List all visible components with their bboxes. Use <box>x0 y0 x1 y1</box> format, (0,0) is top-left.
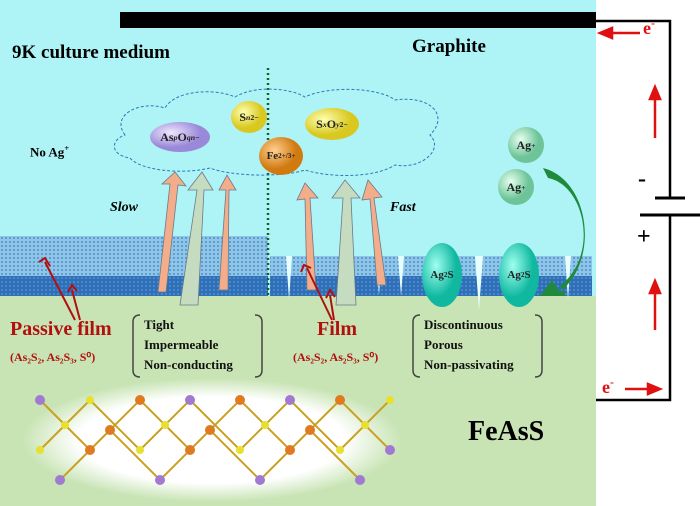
property-non-passivating: Non-passivating <box>424 357 514 372</box>
fe-ion <box>259 137 303 175</box>
fast-label: Fast <box>390 200 416 215</box>
ag-ion-1 <box>508 127 544 163</box>
ag2s-particle-1 <box>422 243 462 307</box>
no-ag-label: No Ag+ <box>30 143 69 160</box>
battery-minus-label: - <box>638 166 646 192</box>
brackets <box>132 314 543 378</box>
property-porous: Porous <box>424 337 463 352</box>
electron-label-bottom: e- <box>602 376 614 397</box>
property-tight: Tight <box>144 317 175 332</box>
property-non-conducting: Non-conducting <box>144 357 233 372</box>
electron-flow-arrows <box>596 26 664 396</box>
ag2s-particle-2 <box>499 243 539 307</box>
ag-ion-2 <box>498 169 534 205</box>
graphite-electrode <box>120 12 596 28</box>
electron-label-top: e- <box>643 17 655 38</box>
aspoq-ion <box>150 122 210 152</box>
no-ag-sup: + <box>64 143 70 153</box>
passive-film-inner <box>0 276 268 296</box>
film-properties: Discontinuous Porous Non-passivating <box>424 315 514 375</box>
culture-medium-label: 9K culture medium <box>12 42 170 63</box>
passive-film-properties: Tight Impermeable Non-conducting <box>144 315 233 375</box>
battery-plus-label: + <box>637 224 651 250</box>
graphite-label: Graphite <box>412 36 486 57</box>
flux-arrows <box>157 171 387 306</box>
property-impermeable: Impermeable <box>144 337 219 352</box>
mineral-label: FeAsS <box>468 416 545 447</box>
external-circuit <box>596 19 700 402</box>
ag-ion-2-label: Ag+ <box>506 179 526 194</box>
film-pointer-arrows <box>38 256 336 321</box>
film-composition: (As₂S₂, As₂S₃, S⁰) <box>293 350 379 364</box>
property-discontinuous: Discontinuous <box>424 317 503 332</box>
passive-film-composition: (As₂S₂, As₂S₃, S⁰) <box>10 350 96 364</box>
sxoy-ion <box>305 108 359 140</box>
slow-label: Slow <box>110 200 139 215</box>
crystal-atoms <box>35 395 395 485</box>
no-ag-text: No Ag <box>30 144 65 160</box>
passive-film-label: Passive film <box>10 318 112 340</box>
film-label: Film <box>317 318 357 340</box>
sn-ion <box>231 101 267 133</box>
ion-cloud <box>113 88 439 176</box>
ag-ion-1-label: Ag+ <box>516 137 536 152</box>
